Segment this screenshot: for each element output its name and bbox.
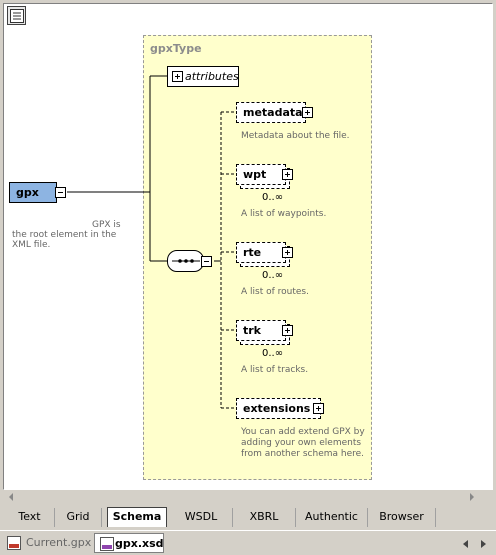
- wpt-description: A list of waypoints.: [241, 209, 327, 219]
- attributes-label: attributes: [185, 70, 239, 83]
- element-extensions[interactable]: extensions: [236, 398, 321, 419]
- rte-occurrence: 0..∞: [262, 270, 284, 281]
- sequence-icon: [172, 259, 200, 263]
- element-wpt[interactable]: wpt: [236, 164, 286, 185]
- view-tab-bar: Text Grid Schema WSDL XBRL Authentic Bro…: [3, 507, 493, 527]
- extensions-description: You can add extend GPX by adding your ow…: [241, 427, 365, 459]
- doc-tab-gpx-xsd[interactable]: gpx.xsd: [94, 533, 164, 553]
- expand-trk-button[interactable]: [282, 325, 293, 336]
- root-element-description: GPX is the root element in the XML file.: [12, 220, 121, 250]
- expand-metadata-button[interactable]: [302, 107, 313, 118]
- scroll-left-arrow-icon[interactable]: [9, 493, 13, 501]
- trk-occurrence: 0..∞: [262, 348, 284, 359]
- wpt-occurrence: 0..∞: [262, 192, 284, 203]
- collapse-sequence-button[interactable]: [201, 256, 212, 267]
- root-element-label: gpx: [16, 186, 39, 199]
- collapse-root-button[interactable]: [55, 187, 66, 198]
- expand-rte-button[interactable]: [282, 247, 293, 258]
- xsd-file-icon: [100, 537, 114, 551]
- complex-type-name: gpxType: [150, 42, 202, 55]
- tab-schema[interactable]: Schema: [107, 507, 167, 527]
- attributes-node[interactable]: [167, 66, 239, 87]
- gpx-file-icon: [7, 536, 21, 550]
- element-metadata[interactable]: metadata: [236, 102, 306, 123]
- expand-attributes-button[interactable]: [172, 71, 183, 82]
- expand-extensions-button[interactable]: [313, 403, 324, 414]
- horizontal-scrollbar[interactable]: [3, 490, 493, 506]
- tab-authentic[interactable]: Authentic: [296, 508, 368, 527]
- tab-wsdl[interactable]: WSDL: [170, 508, 233, 527]
- tab-text[interactable]: Text: [5, 508, 55, 527]
- sequence-compositor[interactable]: [167, 250, 204, 272]
- previous-tab-arrow-icon[interactable]: [463, 540, 468, 548]
- tab-grid[interactable]: Grid: [55, 508, 102, 527]
- tab-browser[interactable]: Browser: [368, 508, 436, 527]
- trk-description: A list of tracks.: [241, 365, 309, 375]
- doc-tab-current-gpx[interactable]: Current.gpx: [2, 533, 94, 553]
- document-tab-bar: Current.gpx gpx.xsd: [0, 530, 496, 555]
- display-options-button[interactable]: [7, 6, 26, 25]
- element-trk[interactable]: trk: [236, 320, 286, 341]
- element-rte[interactable]: rte: [236, 242, 286, 263]
- next-tab-arrow-icon[interactable]: [481, 540, 486, 548]
- list-icon: [10, 9, 24, 23]
- metadata-description: Metadata about the file.: [241, 131, 350, 141]
- expand-wpt-button[interactable]: [282, 169, 293, 180]
- scroll-right-arrow-icon[interactable]: [470, 493, 474, 501]
- rte-description: A list of routes.: [241, 287, 309, 297]
- tab-xbrl[interactable]: XBRL: [233, 508, 296, 527]
